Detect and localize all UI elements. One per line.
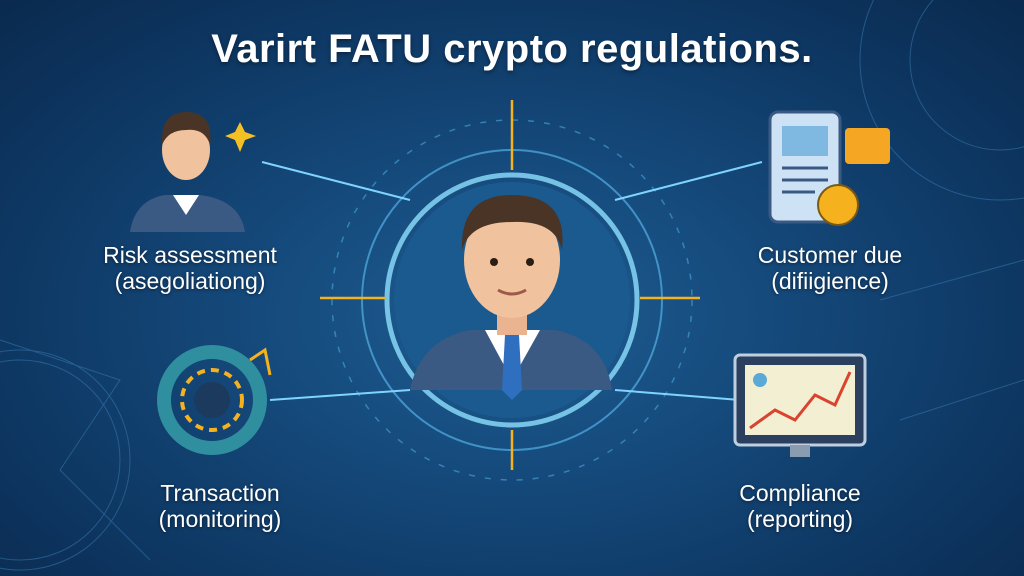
node-compliance-reporting: Compliance (reporting) <box>670 480 930 532</box>
node-title: Transaction <box>160 480 280 506</box>
node-subtitle: (reporting) <box>746 506 854 532</box>
sparkle-icon <box>225 122 256 152</box>
node-subtitle: (asegoliationg) <box>114 268 266 294</box>
shield-badge-icon <box>817 184 859 226</box>
node-subtitle: (monitoring) <box>158 506 282 532</box>
document-icon <box>768 110 890 226</box>
node-transaction-monitoring: Transaction (monitoring) <box>90 480 350 532</box>
monitor-chart-icon <box>733 353 867 457</box>
node-customer-due-diligence: Customer due (difiigience) <box>700 242 960 294</box>
node-title: Customer due <box>757 242 903 268</box>
circular-gauge-icon <box>157 345 272 455</box>
person-icon <box>130 112 256 232</box>
node-title: Risk assessment <box>103 242 277 268</box>
node-risk-assessment: Risk assessment (asegoliationg) <box>60 242 320 294</box>
node-subtitle: (difiigience) <box>771 268 889 294</box>
chat-bubble-icon <box>845 128 890 164</box>
page-title: Varirt FATU crypto regulations. <box>211 27 813 71</box>
node-title: Compliance <box>739 480 861 506</box>
central-person-icon <box>410 195 612 400</box>
